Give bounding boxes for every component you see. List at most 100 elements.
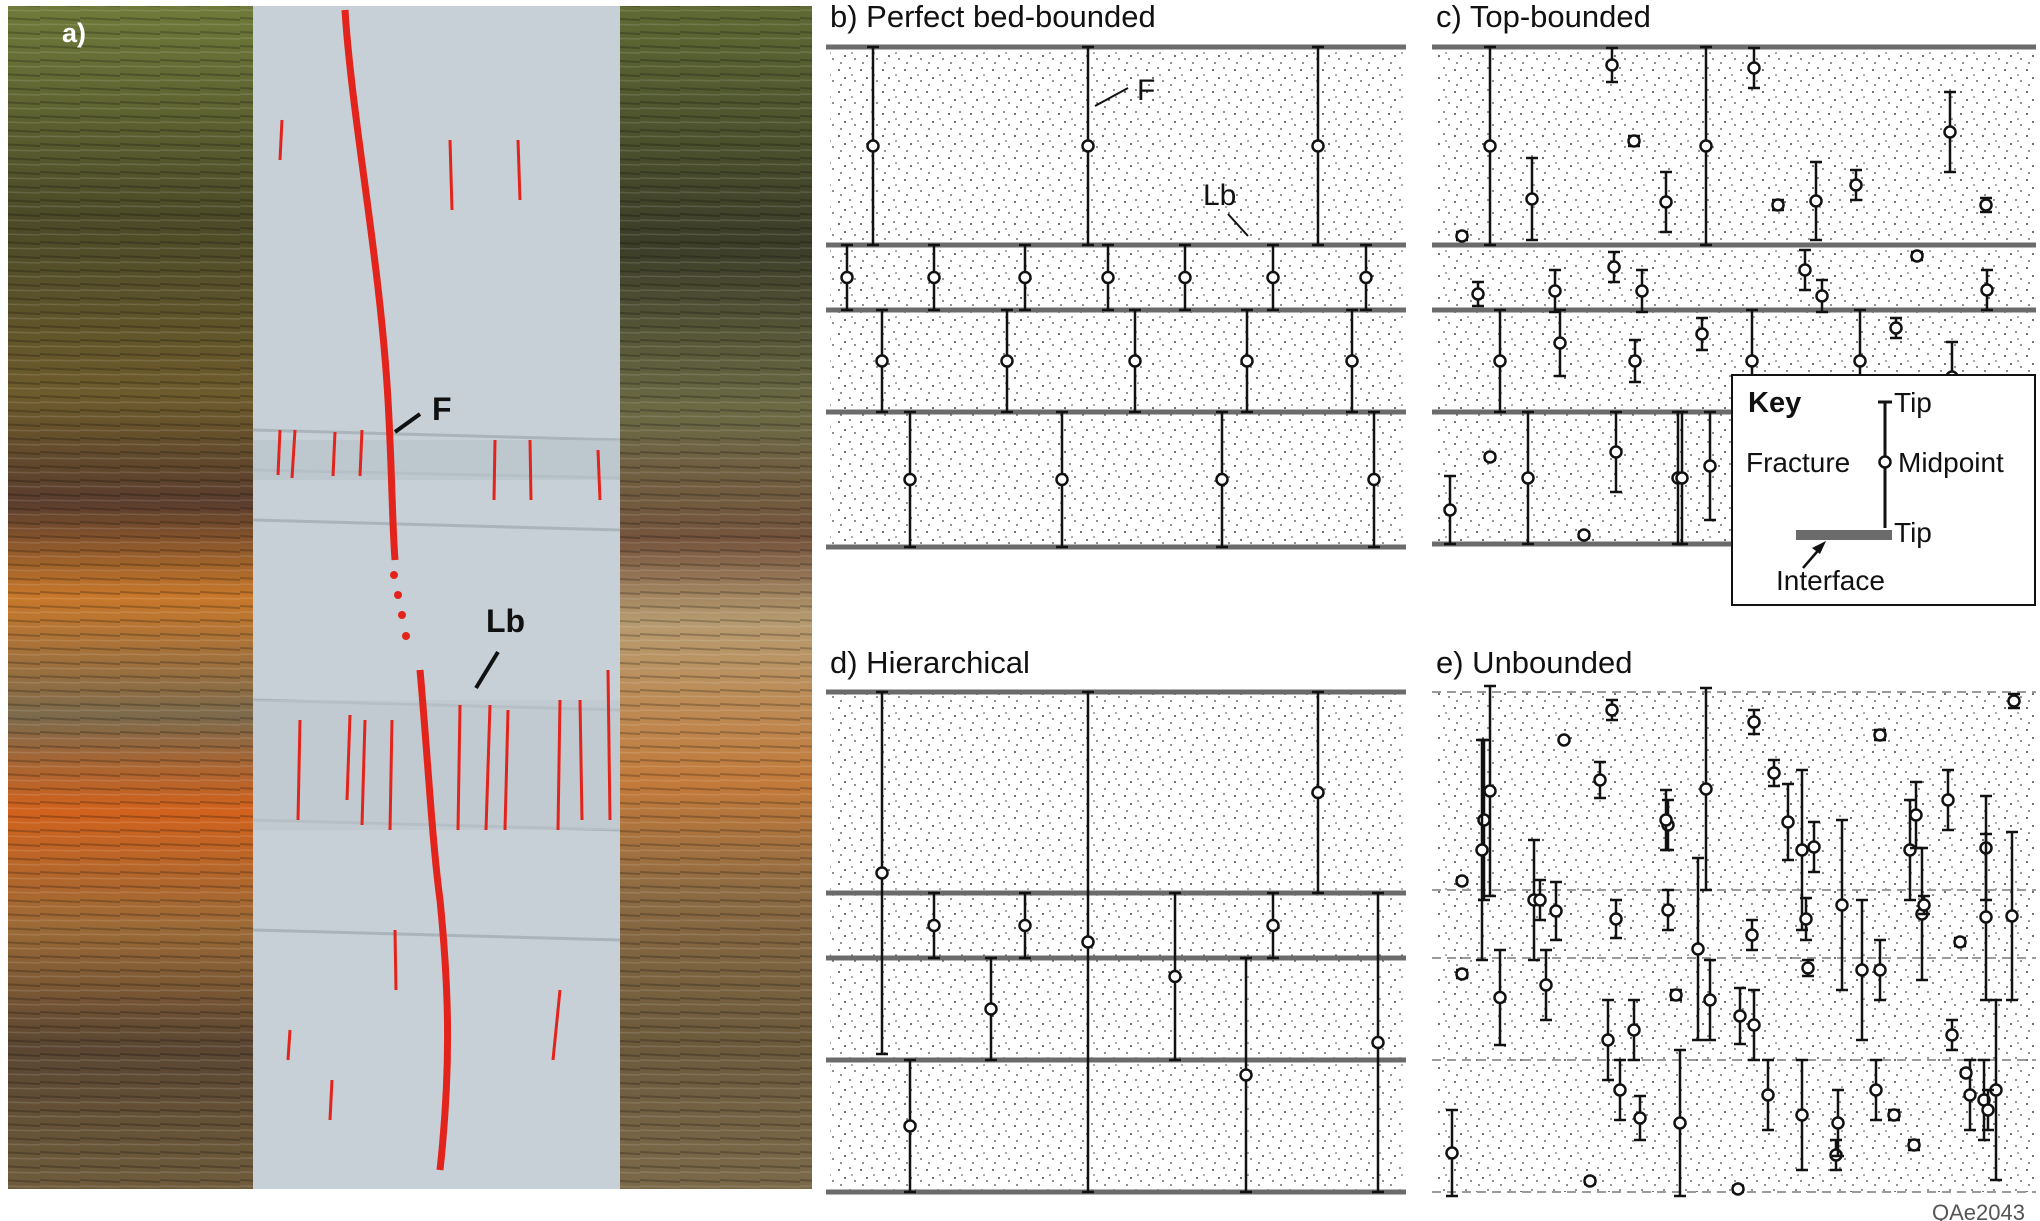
fracture (1733, 986, 1747, 1046)
fracture (1917, 894, 1931, 916)
fracture (1521, 410, 1535, 546)
fracture (1266, 243, 1280, 312)
fracture (1628, 338, 1642, 384)
fracture (1359, 243, 1373, 312)
fracture (1266, 891, 1280, 960)
panel-a-label: a) (62, 18, 86, 48)
fracture (1887, 1108, 1901, 1122)
fracture (1081, 45, 1095, 247)
panel-b-title: b) Perfect bed-bounded (830, 0, 1156, 34)
panel-b-fractures (840, 45, 1381, 549)
fracture (1018, 243, 1032, 312)
fracture (1607, 250, 1621, 284)
fracture (1240, 308, 1254, 414)
fracture (1493, 948, 1507, 1047)
fracture (1367, 410, 1381, 549)
fracture (1455, 229, 1469, 243)
fracture (1471, 280, 1485, 308)
fracture (1747, 708, 1761, 736)
fracture (1493, 308, 1507, 414)
fracture (1549, 880, 1563, 942)
panel-e-title: e) Unbounded (1436, 645, 1633, 680)
fracture (1055, 410, 1069, 549)
panel-d-interfaces (826, 689, 1406, 1195)
fracture (1799, 896, 1813, 942)
panel-e-fractures (1445, 684, 2021, 1198)
fracture (1000, 308, 1014, 414)
fracture (1345, 308, 1359, 414)
fracture (1455, 967, 1469, 981)
fracture (1981, 1088, 1995, 1132)
fracture (1605, 46, 1619, 84)
fracture (2005, 830, 2019, 1002)
fracture (1673, 1048, 1687, 1198)
fracture (1959, 1066, 1973, 1080)
fracture (1635, 268, 1649, 314)
panel-c-title: c) Top-bounded (1436, 0, 1651, 34)
fracture (1659, 170, 1673, 234)
fracture (1747, 988, 1761, 1062)
fracture (1601, 998, 1615, 1082)
photo-layer-label: Lb (486, 603, 525, 639)
fracture (927, 891, 941, 960)
panel-a-photo: F Lb a) (8, 6, 812, 1189)
fracture (1855, 898, 1869, 1042)
fracture (1798, 248, 1812, 292)
fracture (927, 243, 941, 312)
fracture (1831, 1088, 1845, 1158)
fracture (1761, 1058, 1775, 1132)
fracture (1691, 856, 1705, 1042)
panel-b-layer-label: Lb (1203, 179, 1236, 212)
fracture (1979, 832, 1993, 1002)
fracture (1731, 1182, 1745, 1196)
panel-e-diagram: e) Unbounded (1432, 645, 2036, 1198)
fracture (1703, 958, 1717, 1042)
fracture (875, 690, 889, 1056)
key-interface-bar (1796, 530, 1892, 540)
fracture (866, 45, 880, 247)
fracture (1577, 528, 1591, 542)
fracture (1910, 249, 1924, 263)
fracture (1168, 891, 1182, 1062)
panel-d-diagram: d) Hierarchical (826, 645, 1406, 1195)
fracture (1943, 90, 1957, 174)
fracture (1483, 450, 1497, 464)
fracture (1557, 733, 1571, 747)
fracture (1795, 1058, 1809, 1172)
fracture (1771, 198, 1785, 212)
fracture (1809, 160, 1823, 242)
fracture (1703, 410, 1717, 522)
fracture (1627, 998, 1641, 1062)
fracture (1979, 196, 1993, 214)
fracture (1807, 820, 1821, 874)
fracture (1869, 1058, 1883, 1122)
fracture (1675, 410, 1689, 546)
fracture (1669, 988, 1683, 1002)
fracture (1455, 874, 1469, 888)
fracture (984, 956, 998, 1062)
fracture (1445, 1108, 1459, 1198)
key-legend: Key Tip Fracture Midpoint Tip Interface (1731, 374, 2036, 606)
fracture (1605, 698, 1619, 722)
fracture (840, 243, 854, 312)
fracture (1795, 768, 1809, 932)
fracture (1613, 1058, 1627, 1122)
fracture (1767, 758, 1781, 788)
fracture (1945, 1018, 1959, 1052)
fracture (1609, 898, 1623, 940)
fracture (1553, 308, 1567, 378)
fracture (1101, 243, 1115, 312)
fracture (1659, 788, 1673, 852)
fracture (1371, 891, 1385, 1194)
panel-b-fault-label: F (1137, 74, 1155, 107)
fracture (1907, 1138, 1921, 1152)
fracture (1873, 728, 1887, 742)
fracture (1311, 45, 1325, 247)
fracture (1128, 308, 1142, 414)
fracture (1849, 168, 1863, 202)
fracture (1889, 316, 1903, 340)
fracture (1018, 891, 1032, 960)
fracture (875, 308, 889, 414)
fracture (1483, 45, 1497, 247)
fracture (1215, 410, 1229, 549)
